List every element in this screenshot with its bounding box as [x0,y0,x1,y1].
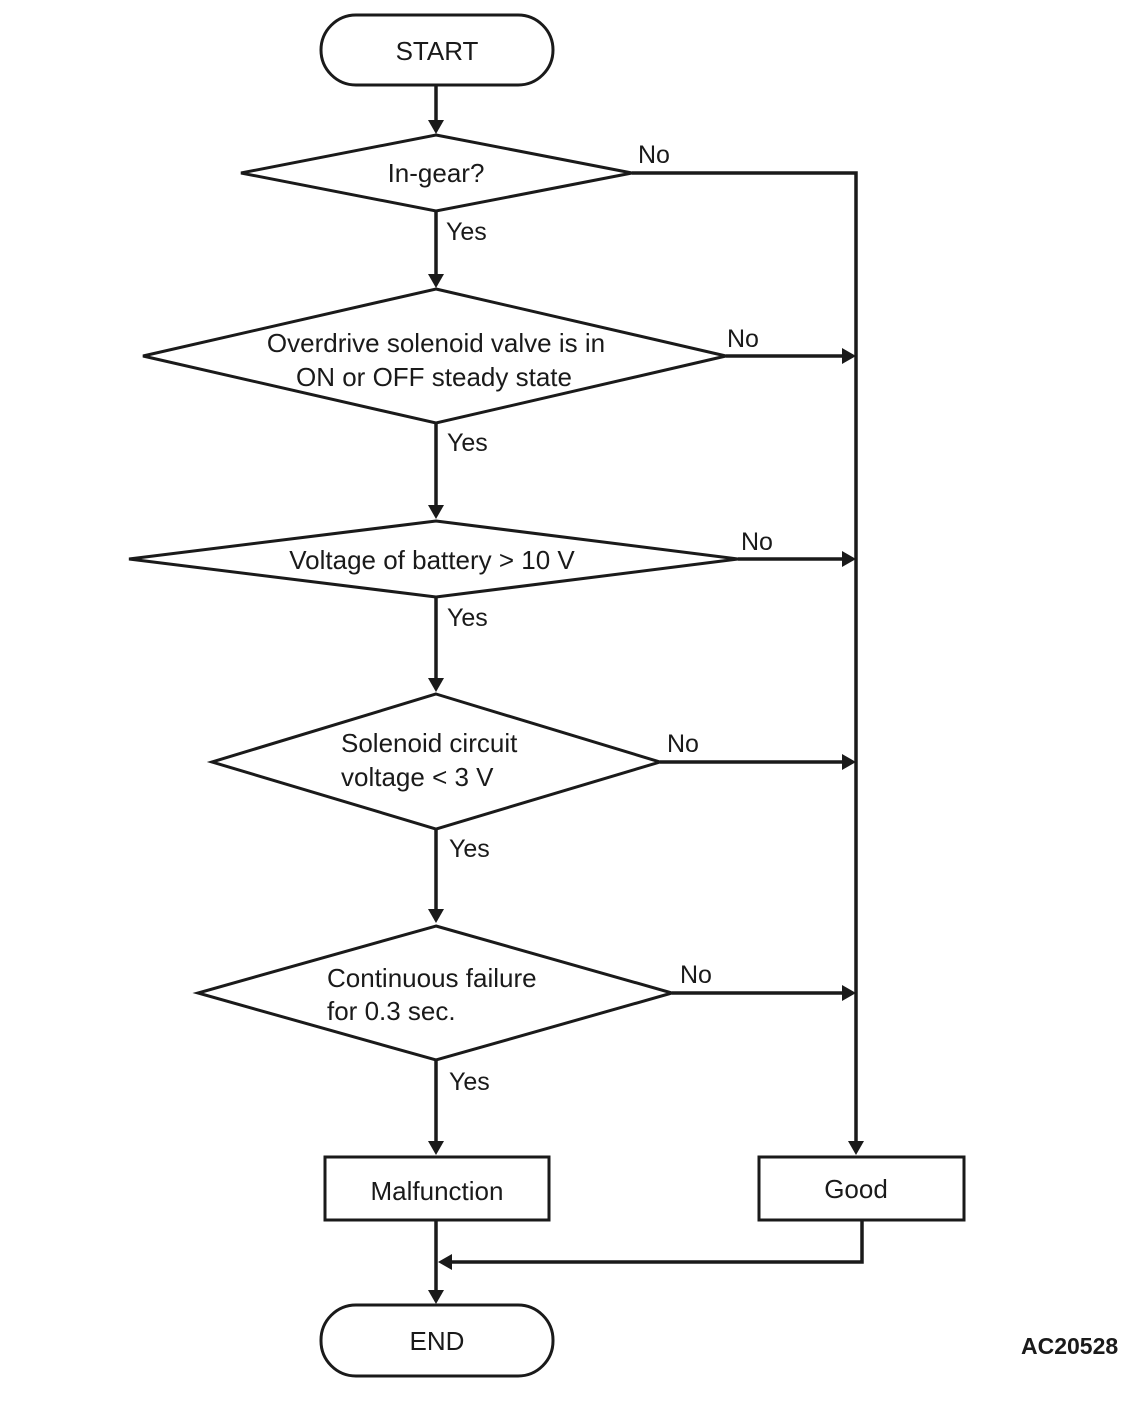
no-branch-trunk [632,171,858,1143]
arrowhead [428,909,444,923]
decision-battery-voltage-no-label: No [741,528,773,556]
arrowhead [428,1290,444,1304]
arrowhead [438,1254,452,1270]
end-terminal [319,1303,555,1378]
arrowhead [428,1141,444,1155]
decision-solenoid-voltage-line2: voltage < 3 V [341,762,494,792]
malfunction-label: Malfunction [371,1176,504,1206]
arrowhead [428,120,444,134]
arrowhead [848,1141,864,1155]
arrowhead [428,678,444,692]
decision-overdrive-steady-line1: Overdrive solenoid valve is in [267,328,605,358]
decision-in-gear-no-label: No [638,141,670,169]
decision-continuous-failure-yes-label: Yes [449,1068,490,1096]
decision-battery-voltage-text: Voltage of battery > 10 V [289,545,575,575]
arrowhead [428,274,444,288]
decision-in-gear-text: In-gear? [388,158,485,188]
good-label: Good [824,1174,888,1204]
decision-overdrive-steady-yes-label: Yes [447,429,488,457]
decision-solenoid-voltage-yes-label: Yes [449,835,490,863]
arrowhead [842,348,856,364]
end-label: END [410,1326,465,1356]
decision-continuous-failure [192,924,678,1062]
arrowhead [842,754,856,770]
decision-solenoid-voltage-no-label: No [667,730,699,758]
arrowhead [428,505,444,519]
figure-code: AC20528 [1021,1333,1118,1359]
decision-solenoid-voltage-line1: Solenoid circuit [341,728,518,758]
decision-overdrive-steady-no-label: No [727,325,759,353]
start-label: START [396,36,479,66]
decision-continuous-failure-line2: for 0.3 sec. [327,996,456,1026]
decision-continuous-failure-line1: Continuous failure [327,963,537,993]
start-terminal [319,13,555,87]
arrowhead [842,985,856,1001]
arrowhead [842,551,856,567]
decision-in-gear-yes-label: Yes [446,218,487,246]
decision-continuous-failure-no-label: No [680,961,712,989]
connector-good-merge [450,1220,864,1264]
malfunction-box [323,1155,551,1222]
decision-battery-voltage-yes-label: Yes [447,604,488,632]
decision-overdrive-steady-line2: ON or OFF steady state [296,362,572,392]
